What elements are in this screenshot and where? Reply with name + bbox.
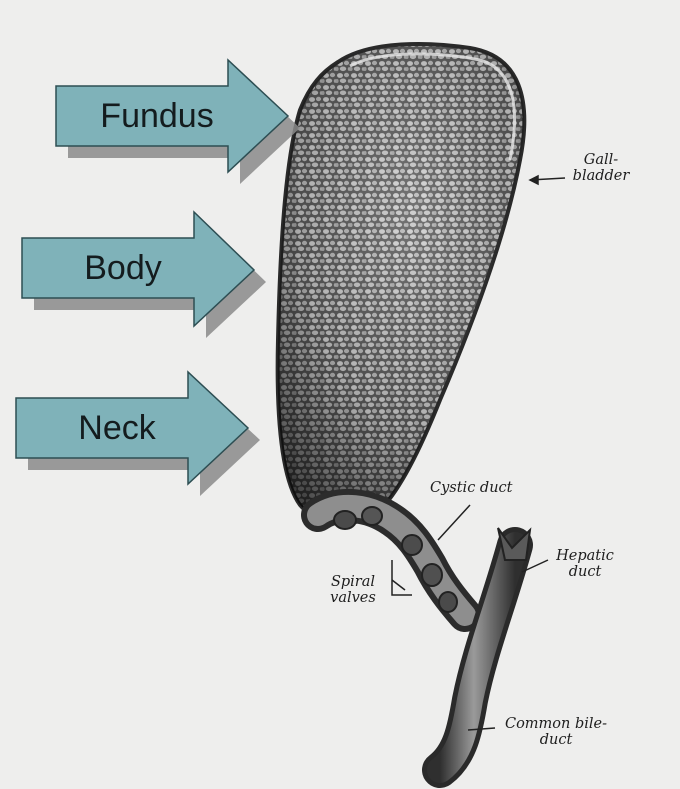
arrow-fundus xyxy=(55,58,300,184)
label-hepatic-duct-line2: duct xyxy=(568,564,602,580)
label-hepatic-duct-line1: Hepatic xyxy=(556,548,614,564)
label-spiral-valves-line1: Spiral xyxy=(330,574,376,590)
label-cystic-duct: Cystic duct xyxy=(430,480,513,496)
cystic-duct-shape xyxy=(301,488,482,632)
label-hepatic-duct: Hepatic duct xyxy=(548,548,622,580)
label-spiral-valves: Spiral valves xyxy=(318,574,388,606)
arrow-label-body: Body xyxy=(84,249,162,287)
label-spiral-valves-line2: valves xyxy=(330,590,376,606)
arrow-label-neck: Neck xyxy=(78,409,156,447)
label-common-bile-duct-line2: duct xyxy=(539,732,573,748)
arrow-neck xyxy=(15,370,260,496)
label-common-bile-duct: Common bile- duct xyxy=(496,716,616,748)
arrow-body xyxy=(21,210,266,338)
gallbladder-organ xyxy=(275,42,527,526)
label-gallbladder-line2: bladder xyxy=(572,168,630,184)
label-common-bile-duct-line1: Common bile- xyxy=(504,716,608,732)
label-gallbladder-line1: Gall- xyxy=(583,152,619,168)
arrow-label-fundus: Fundus xyxy=(100,97,214,135)
bile-ducts-shape xyxy=(422,527,533,788)
label-gallbladder: Gall- bladder xyxy=(566,152,636,184)
leader-lines xyxy=(391,174,566,731)
